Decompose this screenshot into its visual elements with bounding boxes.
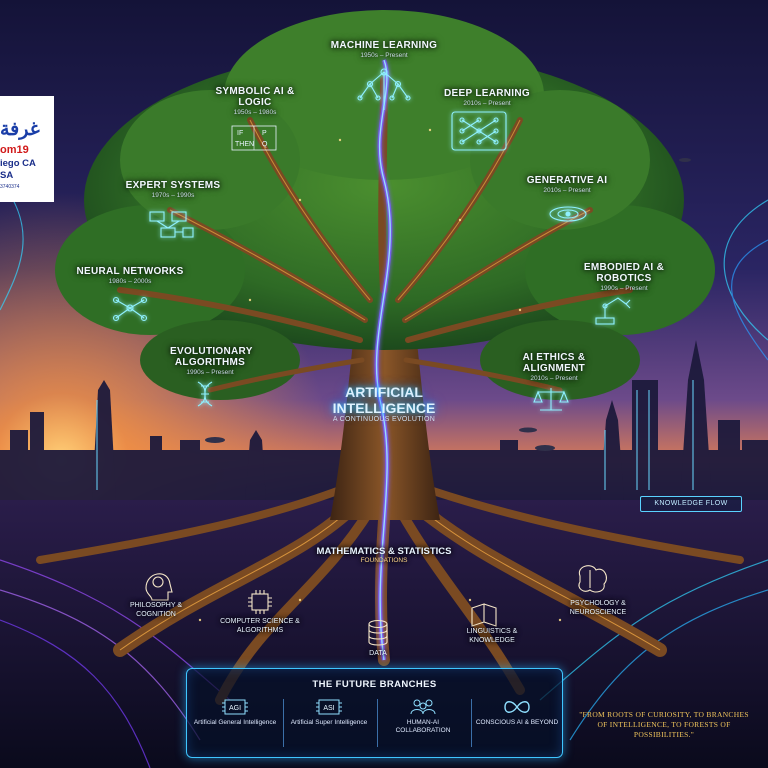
if-then-logic-icon: IF P THEN Q (231, 125, 277, 151)
book-icon (471, 603, 497, 627)
branch-title: DEEP LEARNING (444, 88, 530, 99)
watermark-line2: om19 (0, 144, 29, 156)
foundation-title: MATHEMATICS & STATISTICS (316, 546, 452, 557)
future-label: Artificial General Intelligence (193, 719, 277, 726)
branch-generative-ai: GENERATIVE AI 2010s – Present (512, 175, 622, 195)
neural-tree-icon (357, 68, 411, 110)
branch-title: GENERATIVE AI (526, 175, 608, 186)
svg-text:P: P (262, 130, 267, 137)
branch-machine-learning: MACHINE LEARNING 1950s – Present (304, 40, 464, 60)
foundation-subtitle: FOUNDATIONS (360, 557, 408, 564)
branch-years: 1990s – Present (600, 285, 648, 292)
future-label: CONSCIOUS AI & BEYOND (475, 719, 559, 726)
branch-title: EVOLUTIONARY ALGORITHMS (170, 346, 253, 368)
head-brain-icon (145, 573, 173, 601)
flowchart-icon (149, 211, 194, 238)
future-label: HUMAN-AI COLLABORATION (395, 719, 451, 734)
branch-years: 1950s – 1980s (233, 109, 277, 116)
deep-network-icon (451, 111, 507, 151)
branch-years: 1970s – 1990s (151, 192, 195, 199)
root-psychology: PSYCHOLOGY & NEUROSCIENCE (569, 600, 627, 616)
watermark-sticker: غرفة om19 iego CA SA 3740374 (0, 96, 54, 202)
svg-text:ASI: ASI (323, 705, 334, 712)
knowledge-flow-label: KNOWLEDGE FLOW (640, 496, 742, 512)
future-title: THE FUTURE BRANCHES (312, 679, 437, 690)
branch-symbolic-ai: SYMBOLIC AI & LOGIC 1950s – 1980s (210, 86, 300, 117)
scales-icon (533, 388, 569, 411)
branch-expert-systems: EXPERT SYSTEMS 1970s – 1990s (118, 180, 228, 200)
svg-text:THEN: THEN (235, 141, 254, 148)
chip-icon (248, 590, 272, 614)
center-title: ARTIFICIAL INTELLIGENCE A CONTINUOUS EVO… (300, 384, 468, 423)
people-icon (410, 699, 436, 715)
branch-years: 2010s – Present (530, 375, 578, 382)
branch-years: 2010s – Present (543, 187, 591, 194)
center-title-text: ARTIFICIAL INTELLIGENCE (332, 384, 436, 416)
root-data: DATA (369, 650, 387, 657)
watermark-arabic: غرفة (0, 119, 40, 140)
brain-icon (578, 565, 607, 593)
svg-text:IF: IF (237, 130, 243, 137)
branch-title: NEURAL NETWORKS (76, 266, 184, 277)
network-nodes-icon (112, 296, 148, 322)
branch-years: 1950s – Present (360, 52, 408, 59)
root-linguistics: LINGUISTICS & KNOWLEDGE (466, 628, 518, 644)
divider (283, 699, 284, 747)
branch-years: 2010s – Present (463, 100, 511, 107)
branch-years: 1990s – Present (186, 369, 234, 376)
future-item-conscious-ai: CONSCIOUS AI & BEYOND (473, 697, 561, 727)
branch-title: EMBODIED AI & ROBOTICS (583, 262, 665, 284)
branch-neural-networks: NEURAL NETWORKS 1980s – 2000s (70, 266, 190, 286)
infinity-icon (504, 701, 530, 713)
root-foundation: MATHEMATICS & STATISTICS FOUNDATIONS (300, 546, 468, 566)
branch-title: AI ETHICS & ALIGNMENT (522, 352, 586, 374)
future-branches-panel: THE FUTURE BRANCHES AGI Artificial Gener… (186, 668, 563, 758)
divider (377, 699, 378, 747)
watermark-line5: 3740374 (0, 184, 20, 190)
branch-title: SYMBOLIC AI & LOGIC (215, 86, 295, 108)
closing-quote: "FROM ROOTS OF CURIOSITY, TO BRANCHES OF… (579, 710, 749, 739)
future-item-asi: ASI Artificial Super Intelligence (285, 697, 373, 727)
branch-years: 1980s – 2000s (108, 278, 152, 285)
watermark-line4: SA (0, 170, 14, 181)
branch-deep-learning: DEEP LEARNING 2010s – Present (432, 88, 542, 108)
branch-ai-ethics: AI ETHICS & ALIGNMENT 2010s – Present (512, 352, 596, 383)
future-item-human-ai: HUMAN-AI COLLABORATION (379, 697, 467, 735)
robot-arm-icon (595, 297, 631, 325)
future-item-agi: AGI Artificial General Intelligence (191, 697, 279, 727)
dna-icon (197, 381, 213, 407)
root-philosophy: PHILOSOPHY & COGNITION (129, 602, 182, 618)
branch-evolutionary-algorithms: EVOLUTIONARY ALGORITHMS 1990s – Present (170, 346, 253, 377)
root-computer-science: COMPUTER SCIENCE & ALGORITHMS (220, 618, 300, 634)
center-subtitle: A CONTINUOUS EVOLUTION (332, 416, 436, 423)
watermark-line3: iego CA (0, 158, 36, 169)
database-icon (368, 619, 388, 646)
svg-text:Q: Q (262, 141, 268, 148)
svg-text:AGI: AGI (229, 705, 241, 712)
branch-title: EXPERT SYSTEMS (125, 180, 221, 191)
branch-embodied-ai: EMBODIED AI & ROBOTICS 1990s – Present (580, 262, 668, 293)
branch-title: MACHINE LEARNING (330, 40, 438, 51)
divider (471, 699, 472, 747)
galaxy-icon (549, 206, 587, 222)
agi-chip-icon: AGI (222, 699, 248, 715)
asi-chip-icon: ASI (316, 699, 342, 715)
future-label: Artificial Super Intelligence (290, 719, 368, 726)
